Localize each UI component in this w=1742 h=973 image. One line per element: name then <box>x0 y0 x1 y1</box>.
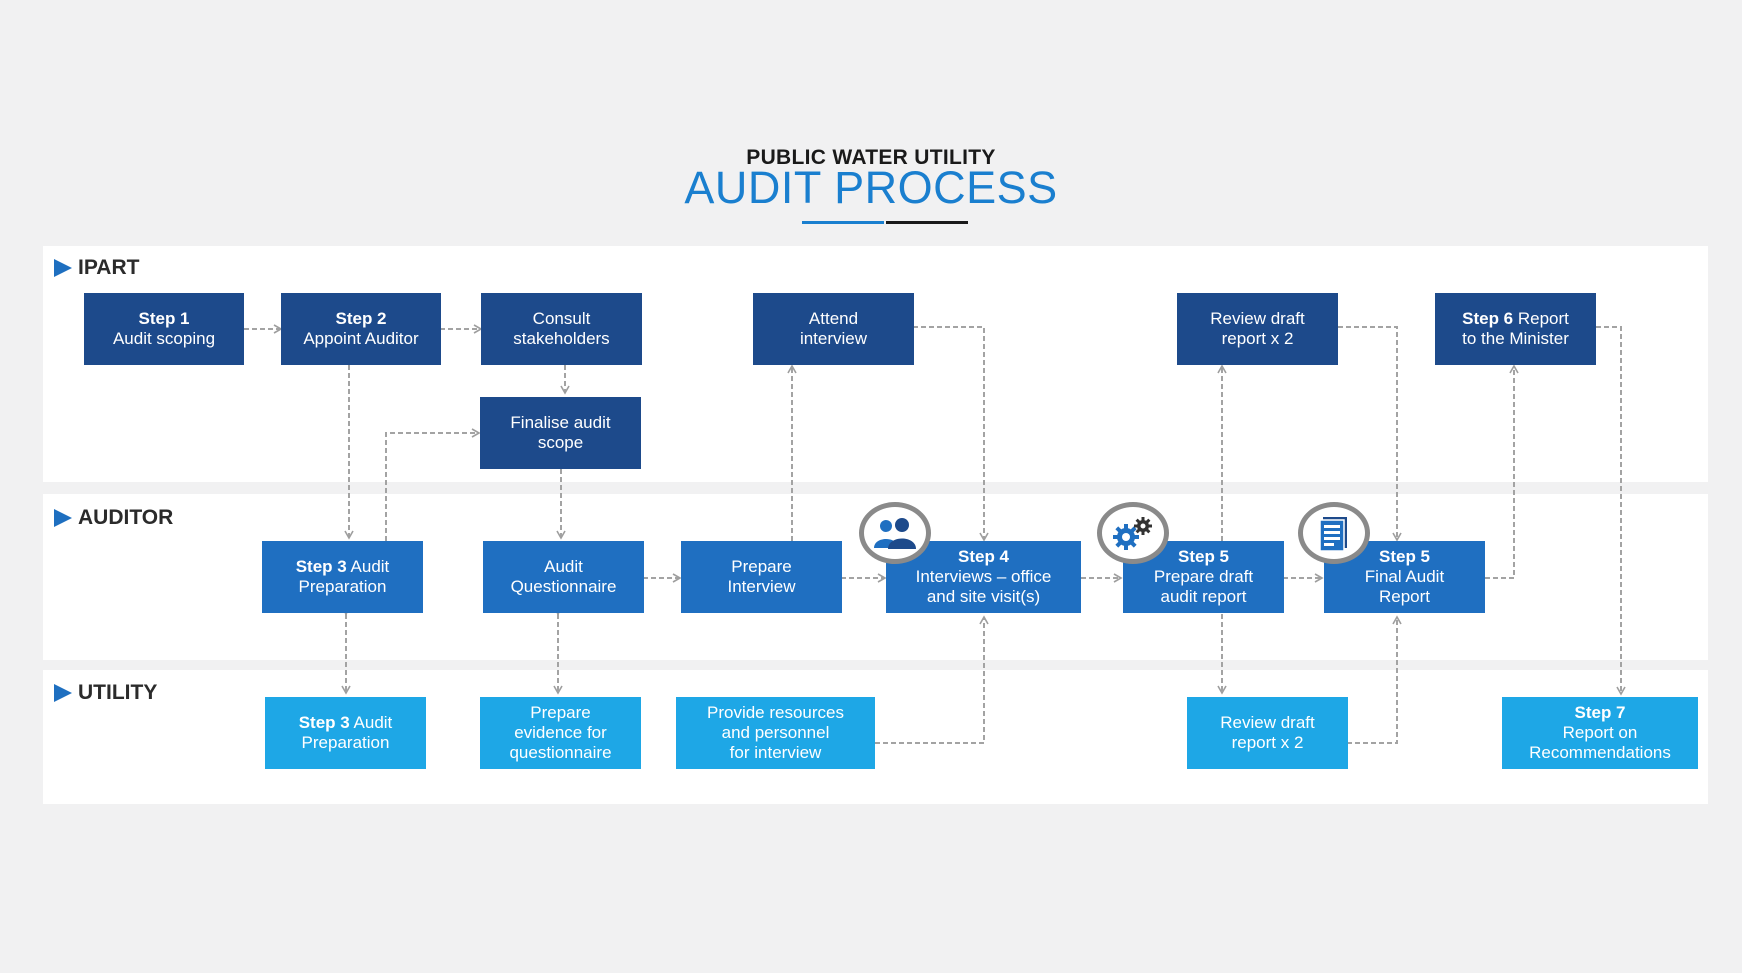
lane-label-text: AUDITOR <box>78 506 174 529</box>
connector-attend-step4 <box>913 326 989 542</box>
box-text: and site visit(s) <box>926 587 1041 606</box>
box-step4-interviews: Step 4 Interviews – office and site visi… <box>886 541 1081 613</box>
box-text: Prepare <box>530 703 591 722</box>
box-text: Final Audit <box>1364 567 1445 586</box>
box-text: evidence for <box>514 723 607 742</box>
box-text: Audit <box>349 713 393 732</box>
box-text: Prepare draft <box>1153 567 1254 586</box>
box-provide-resources: Provide resources and personnel for inte… <box>676 697 875 769</box>
document-icon <box>1298 502 1370 564</box>
box-text: Report <box>1513 309 1569 328</box>
box-text: Audit scoping <box>112 329 216 348</box>
box-consult-stakeholders: Consult stakeholders <box>481 293 642 365</box>
box-step-number: Step 5 <box>1177 547 1230 566</box>
lane-label-auditor: AUDITOR <box>54 506 173 530</box>
connector-utility-step5final <box>1347 615 1402 744</box>
box-text: audit report <box>1160 587 1247 606</box>
box-step3-audit-preparation: Step 3 Audit Preparation <box>262 541 423 613</box>
box-text: Questionnaire <box>510 577 617 596</box>
box-step-number: Step 5 <box>1378 547 1431 566</box>
box-text: report x 2 <box>1221 329 1294 348</box>
box-review-draft-utility: Review draft report x 2 <box>1187 697 1348 769</box>
lane-label-text: IPART <box>78 256 140 279</box>
box-attend-interview: Attend interview <box>753 293 914 365</box>
connector-step6-step7 <box>1596 326 1626 696</box>
box-step-number: Step 2 <box>335 309 387 328</box>
page-subtitle: PUBLIC WATER UTILITY <box>746 146 996 169</box>
box-step3-utility-preparation: Step 3 Audit Preparation <box>265 697 426 769</box>
box-text: questionnaire <box>509 743 612 762</box>
lane-marker-icon <box>54 509 72 527</box>
box-prepare-interview: Prepare Interview <box>681 541 842 613</box>
box-text: Attend <box>808 309 859 328</box>
box-finalise-audit-scope: Finalise audit scope <box>480 397 641 469</box>
box-text: Prepare <box>731 557 792 576</box>
page-title: AUDIT PROCESS <box>684 162 1058 213</box>
box-text: to the Minister <box>1462 329 1569 348</box>
title-rule-black <box>886 221 968 224</box>
lane-marker-icon <box>54 684 72 702</box>
box-text: Audit <box>346 557 390 576</box>
box-text: Provide resources <box>706 703 844 722</box>
box-text: Appoint Auditor <box>303 329 419 348</box>
box-text: report x 2 <box>1231 733 1304 752</box>
box-text: Review draft <box>1210 309 1305 328</box>
connector-resources-step4 <box>875 615 989 744</box>
box-text: for interview <box>729 743 822 762</box>
box-step-number: Step 4 <box>957 547 1010 566</box>
box-text: stakeholders <box>513 329 610 348</box>
page-background <box>8 6 1734 967</box>
box-text: interview <box>799 329 868 348</box>
box-step-number: Step 7 <box>1574 703 1626 722</box>
box-step7-recommendations: Step 7 Report on Recommendations <box>1502 697 1698 769</box>
lane-label-text: UTILITY <box>78 681 158 704</box>
title-rule-blue <box>802 221 884 224</box>
gears-icon <box>1097 502 1169 564</box>
lane-label-ipart: IPART <box>54 256 139 280</box>
box-text: Report <box>1378 587 1431 606</box>
box-text: and personnel <box>721 723 830 742</box>
people-icon <box>859 502 931 564</box>
box-text: Interview <box>727 577 796 596</box>
box-text: Interviews – office <box>915 567 1052 586</box>
box-audit-questionnaire: Audit Questionnaire <box>483 541 644 613</box>
box-step-number: Step 6 <box>1462 309 1514 328</box>
box-review-draft-ipart: Review draft report x 2 <box>1177 293 1338 365</box>
lane-marker-icon <box>54 259 72 277</box>
box-text: Report on <box>1562 723 1638 742</box>
box-text: scope <box>537 433 584 452</box>
box-text: Recommendations <box>1529 743 1671 762</box>
box-step6-report-minister: Step 6 Report to the Minister <box>1435 293 1596 365</box>
box-text: Finalise audit <box>510 413 611 432</box>
box-step1-audit-scoping: Step 1 Audit scoping <box>84 293 244 365</box>
box-step2-appoint-auditor: Step 2 Appoint Auditor <box>281 293 441 365</box>
box-step-number: Step 1 <box>138 309 190 328</box>
lane-label-utility: UTILITY <box>54 681 157 705</box>
box-step-number: Step 3 <box>298 713 350 732</box>
box-text: Audit <box>544 557 583 576</box>
box-prepare-evidence: Prepare evidence for questionnaire <box>480 697 641 769</box>
connector-review-step5final <box>1338 326 1402 542</box>
box-step-number: Step 3 <box>295 557 347 576</box>
box-text: Review draft <box>1220 713 1315 732</box>
connector-step3-finalise <box>385 428 481 541</box>
connector-step5final-step6 <box>1485 364 1519 579</box>
box-text: Preparation <box>301 733 390 752</box>
box-text: Consult <box>532 309 591 328</box>
box-text: Preparation <box>298 577 387 596</box>
